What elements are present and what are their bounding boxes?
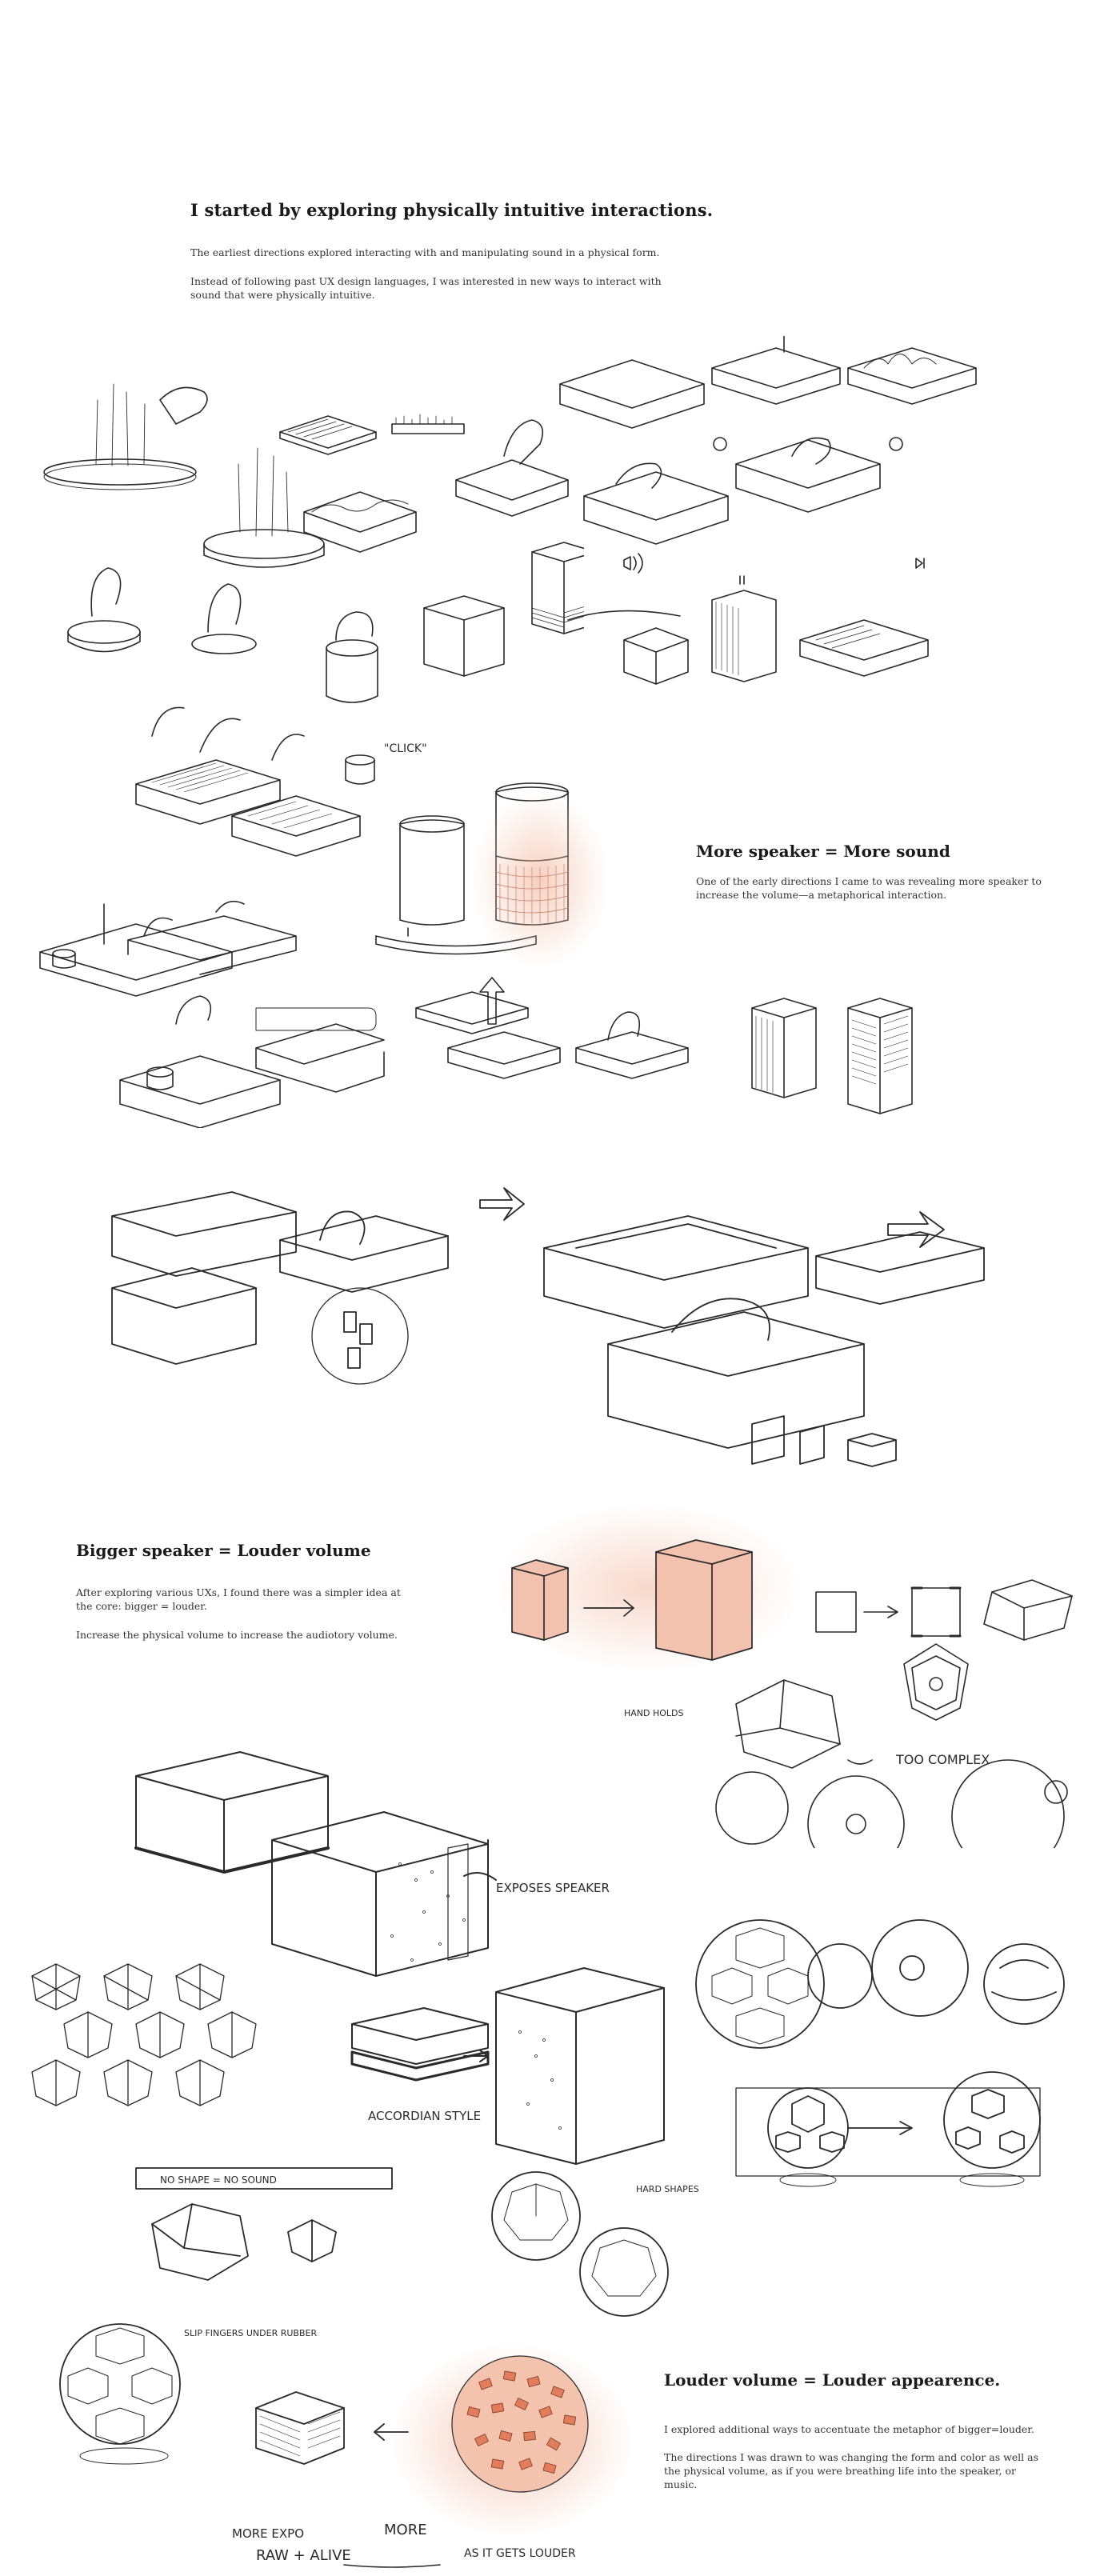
more-speaker-paragraph: One of the early directions I came to wa… [696,875,1042,901]
sketch-sheet-no-shape: NO SHAPE = NO SOUND HARD SHAPES [135,2167,699,2317]
accordian-style-annotation: ACCORDIAN STYLE [368,2109,481,2123]
accent-glow-cylinder [472,792,608,968]
exposes-speaker-annotation: EXPOSES SPEAKER [496,1881,610,1895]
sketch-sheet-expressive-ball: SLIP FINGERS UNDER RUBBER [59,2323,589,2493]
louder-volume-paragraph-2: The directions I was drawn to was changi… [664,2451,1039,2490]
sketch-sheet-faceted-balls [695,1919,1065,2187]
click-annotation: "CLICK" [384,742,427,755]
more-expo-line1: MORE EXPO [232,2526,304,2541]
bigger-speaker-paragraph-2: Increase the physical volume to increase… [76,1629,398,1641]
more-tag: MORE [384,2522,427,2538]
hard-shapes-annotation: HARD SHAPES [636,2184,699,2194]
sketch-sheet-slider-boxes [111,1187,985,1467]
bigger-speaker-paragraph-1: After exploring various UXs, I found the… [76,1586,401,1612]
sketch-handwritten-caption: MORE EXPO MORE RAW + ALIVE AS IT GETS LO… [232,2522,576,2568]
intro-paragraph-2: Instead of following past UX design lang… [190,275,662,301]
sketch-sheet-bigger-cubes [511,1539,753,1661]
sketch-sheet-hover-gestures [43,383,584,703]
more-expo-line2: RAW + ALIVE [256,2547,351,2564]
sketch-sheet-complex-shapes: HAND HOLDS TOO COMPLEX [624,1579,1073,1848]
no-shape-no-sound-annotation: NO SHAPE = NO SOUND [160,2174,277,2186]
intro-heading: I started by exploring physically intuit… [190,200,714,220]
intro-paragraph-1: The earliest directions explored interac… [190,246,660,258]
slip-fingers-annotation: SLIP FINGERS UNDER RUBBER [184,2328,317,2338]
sketch-sheet-sand-trays [559,336,977,685]
bigger-speaker-heading: Bigger speaker = Louder volume [76,1541,371,1560]
too-complex-annotation: TOO COMPLEX [895,1752,990,1767]
hand-holds-annotation: HAND HOLDS [624,1708,684,1718]
sketch-sheet-exposes-speaker: EXPOSES SPEAKER ACCORDIAN STYLE [31,1751,665,2165]
louder-volume-heading: Louder volume = Louder appearence. [664,2370,1001,2390]
as-it-gets-louder: AS IT GETS LOUDER [464,2547,576,2560]
sketch-sheet-pressing-trays [39,900,913,1128]
more-speaker-heading: More speaker = More sound [696,842,950,861]
louder-volume-paragraph-1: I explored additional ways to accentuate… [664,2423,1034,2435]
